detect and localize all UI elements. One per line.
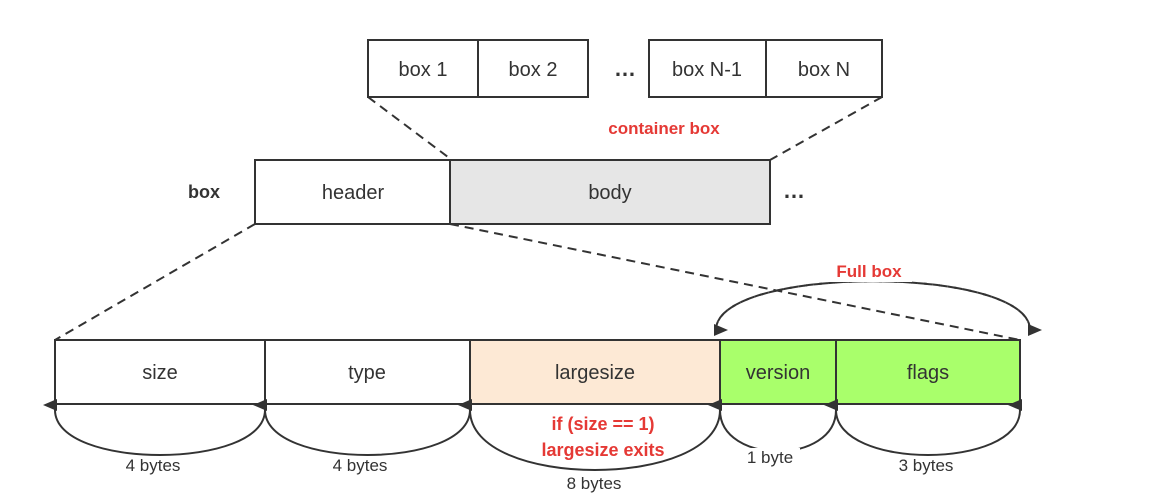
container-child-box-n-1 xyxy=(648,39,767,98)
type-bytes-arc xyxy=(264,409,471,456)
container-left-connector xyxy=(367,96,453,161)
container-child-label-1: box 1 xyxy=(399,59,448,81)
full-box-label-bg xyxy=(826,262,912,282)
container-box-label: container box xyxy=(608,119,720,138)
field-largesize-label: largesize xyxy=(555,362,635,384)
size-bytes-label-bg xyxy=(117,456,189,474)
header-left-connector xyxy=(54,223,256,341)
container-child-box-2 xyxy=(477,39,589,98)
size-bytes-label: 4 bytes xyxy=(126,456,181,475)
field-version-cell xyxy=(719,339,837,405)
type-bytes-label-bg xyxy=(324,456,396,474)
container-child-label-2: box 2 xyxy=(509,59,558,81)
field-size-label: size xyxy=(142,362,178,384)
field-flags-label: flags xyxy=(907,362,949,384)
flags-bytes-label: 3 bytes xyxy=(899,456,954,475)
box-row: box header body … xyxy=(188,159,805,225)
version-bytes-label-bg xyxy=(740,448,800,466)
field-flags-cell xyxy=(835,339,1021,405)
field-type-cell xyxy=(264,339,471,405)
container-right-connector xyxy=(769,96,883,161)
largesize-bytes-arc xyxy=(469,409,721,471)
largesize-condition-line-2: largesize exits xyxy=(541,440,664,460)
version-bytes-label: 1 byte xyxy=(747,448,793,467)
field-type-label: type xyxy=(348,362,386,384)
container-child-box-n xyxy=(765,39,883,98)
box-body-cell xyxy=(449,159,771,225)
field-largesize-cell xyxy=(469,339,721,405)
box-row-label: box xyxy=(188,182,220,202)
largesize-condition-line-1: if (size == 1) xyxy=(551,414,654,434)
version-bytes-arc xyxy=(719,409,837,453)
header-right-connector xyxy=(449,223,1021,341)
container-ellipsis: … xyxy=(614,56,636,81)
container-child-label-n-1: box N-1 xyxy=(672,59,742,81)
field-version-label: version xyxy=(746,362,810,384)
box-row-ellipsis: … xyxy=(783,178,805,203)
size-bytes-arc xyxy=(54,409,266,456)
box-header-cell xyxy=(254,159,451,225)
header-field-row: size type largesize version flags xyxy=(54,339,1021,405)
box-body-label: body xyxy=(588,182,631,204)
flags-bytes-label-bg xyxy=(890,456,962,474)
container-child-label-n: box N xyxy=(798,59,850,81)
full-box-label: Full box xyxy=(836,262,902,281)
box-header-label: header xyxy=(322,182,385,204)
type-bytes-label: 4 bytes xyxy=(333,456,388,475)
largesize-bytes-label: 8 bytes xyxy=(567,474,622,493)
container-box-row: box 1 box 2 box N-1 box N … xyxy=(367,39,883,98)
flags-bytes-arc xyxy=(835,409,1021,456)
largesize-bytes-label-bg xyxy=(558,474,630,492)
container-child-box-1 xyxy=(367,39,479,98)
